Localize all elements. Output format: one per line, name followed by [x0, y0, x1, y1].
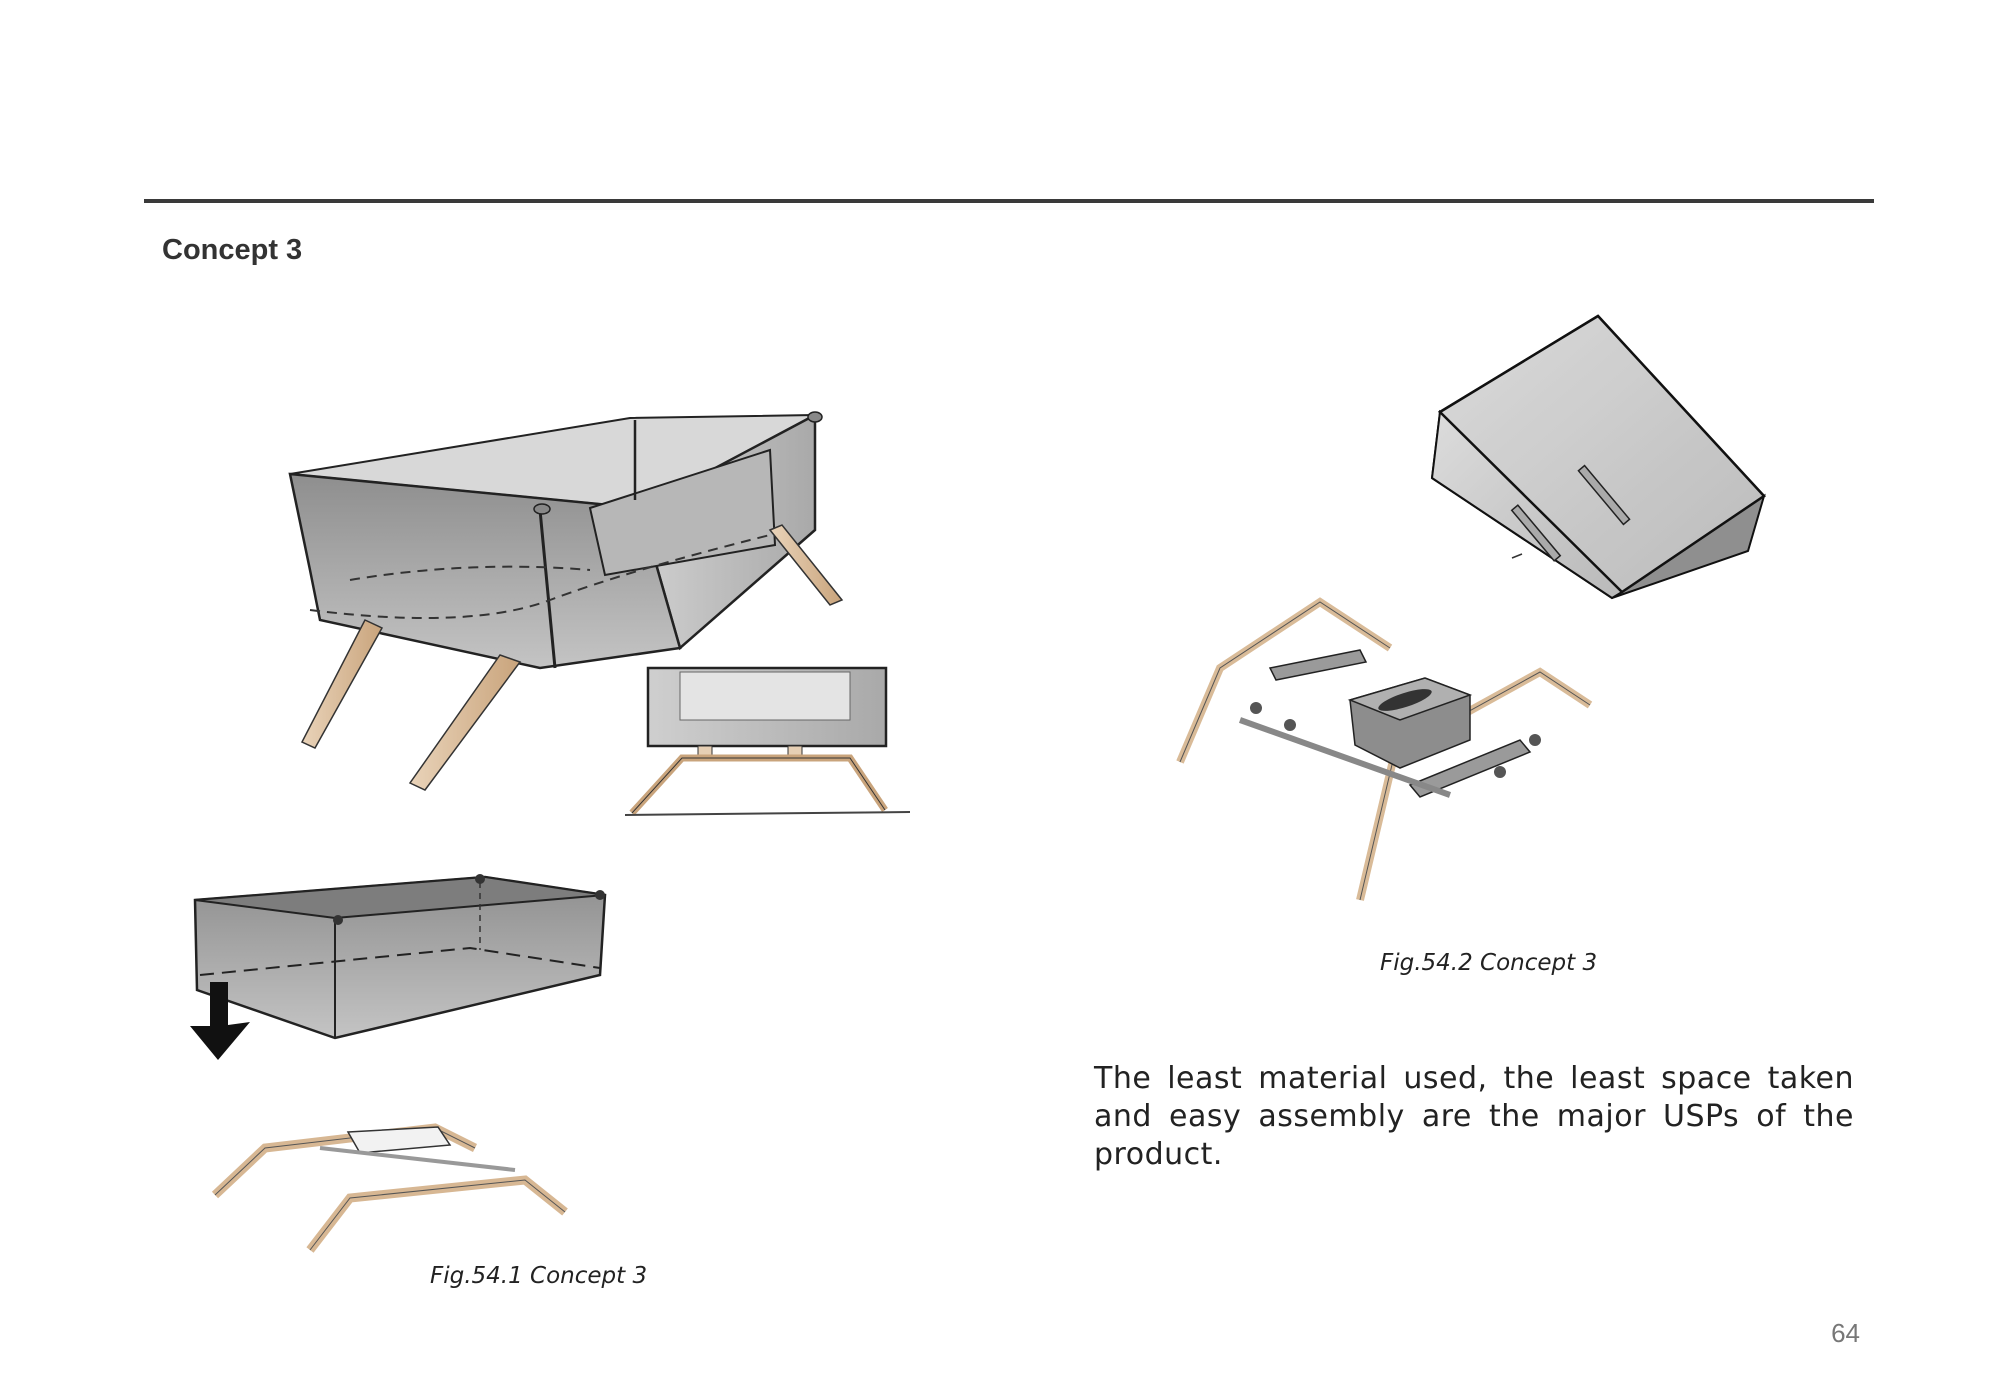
top-divider	[144, 199, 1874, 203]
figure-54-1-illustration	[190, 411, 911, 1253]
page-title: Concept 3	[162, 234, 303, 266]
description-paragraph: The least material used, the least space…	[1094, 1061, 1854, 1172]
crib-exploded-sketch	[190, 874, 607, 1253]
figure-54-1-caption: Fig.54.1 Concept 3	[430, 1263, 648, 1289]
page-number: 64	[1831, 1318, 1860, 1348]
frame-exploded-sketch	[1176, 597, 1593, 901]
figure-54-2-illustration	[1176, 314, 1766, 901]
crib-assembled-sketch	[288, 411, 844, 791]
down-arrow-icon	[190, 982, 250, 1060]
crib-side-view-sketch	[624, 666, 911, 816]
crib-underside-sketch	[1430, 314, 1766, 600]
figure-54-2-caption: Fig.54.2 Concept 3	[1380, 950, 1598, 976]
